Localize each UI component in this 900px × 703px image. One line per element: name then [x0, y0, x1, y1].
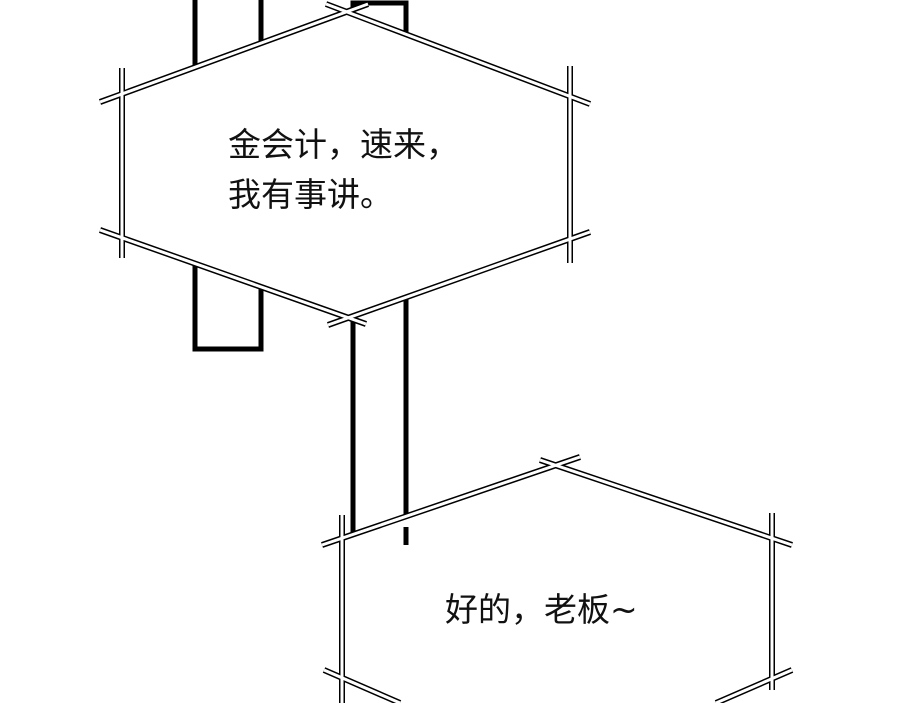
- dialogue-line: 金会计，速来，: [228, 125, 459, 164]
- right-frame: [350, 0, 409, 703]
- speech-bubble-1: 金会计，速来， 我有事讲。: [228, 120, 459, 220]
- bubble-1-shape: [98, 1, 592, 328]
- speech-bubble-2: 好的，老板~: [445, 585, 638, 635]
- dialogue-line: 我有事讲。: [228, 175, 393, 214]
- bubble-2-shape: [321, 454, 794, 703]
- dialogue-line: 好的，老板~: [445, 590, 638, 629]
